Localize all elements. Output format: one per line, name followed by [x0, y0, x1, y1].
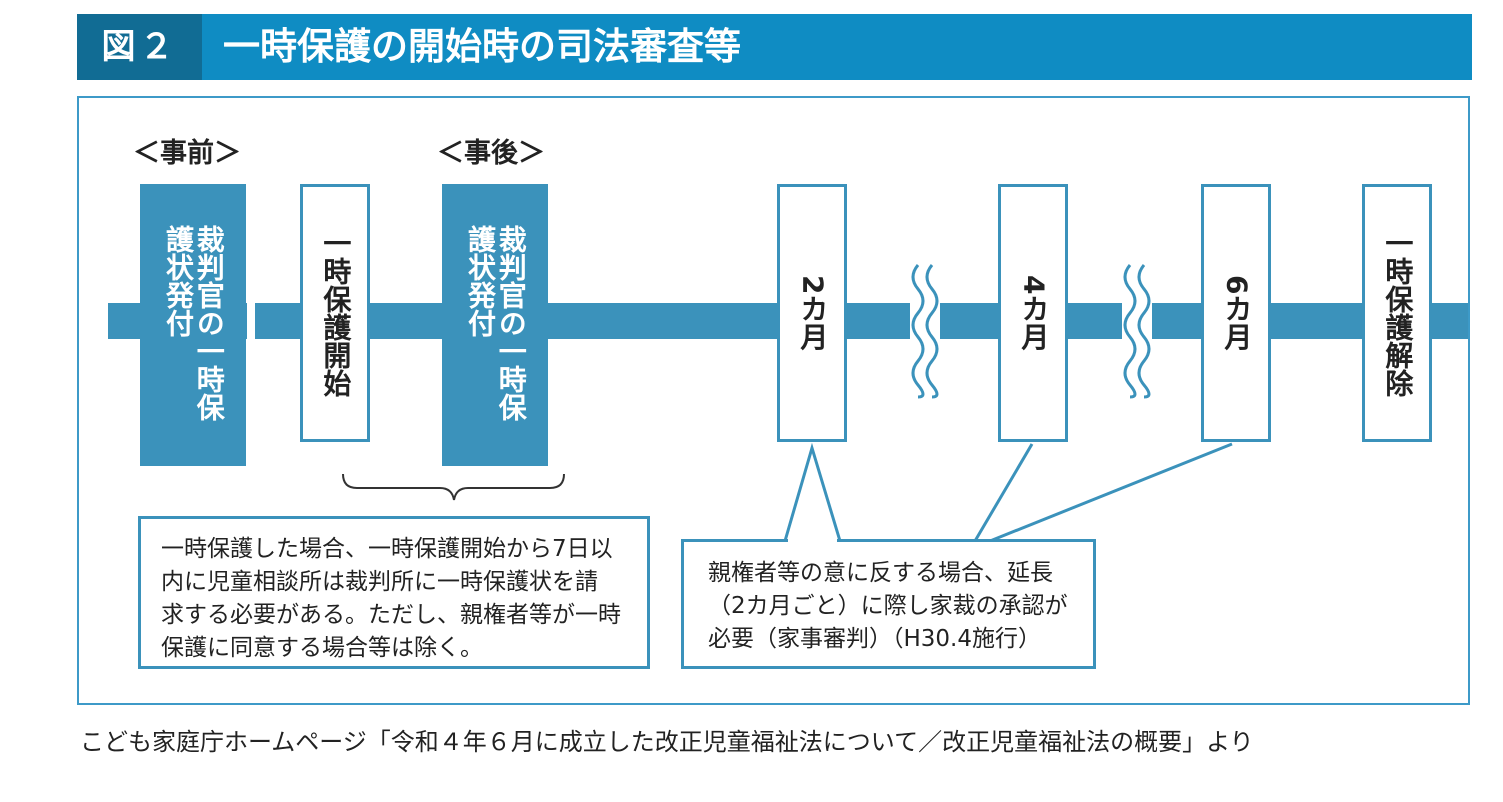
figure-header: 図２ 一時保護の開始時の司法審査等 [77, 14, 1472, 80]
figure-title: 一時保護の開始時の司法審査等 [223, 25, 741, 68]
note-left: 一時保護した場合、一時保護開始から7日以 内に児童相談所は裁判所に一時保護状を請… [138, 516, 650, 669]
bar-gap-1 [247, 300, 255, 342]
phase-before-label: ＜事前＞ [133, 138, 241, 169]
figure-number: 図２ [77, 14, 202, 80]
note-left-line-3: 求する必要がある。ただし、親権者等が一時 [161, 602, 621, 628]
note-right-line-3: 必要（家事審判）（H30.4施行） [708, 626, 1042, 652]
callout-joint-fill [788, 539, 837, 543]
note-right-line-1: 親権者等の意に反する場合、延長 [708, 560, 1053, 586]
wave-break-icon [911, 264, 939, 399]
callout-pointer-2m [783, 442, 842, 542]
callout-line-6m [989, 442, 1233, 543]
warrant-before-box: 裁判官の一時保護状発付 [140, 184, 246, 466]
brace-icon [342, 473, 565, 501]
note-left-line-2: 内に児童相談所は裁判所に一時保護状を請 [161, 569, 598, 595]
protection-start-box: 一時保護開始 [300, 184, 370, 442]
month6-text: 6カ月 [1220, 275, 1254, 351]
callout-line-4m [973, 443, 1034, 542]
note-left-line-1: 一時保護した場合、一時保護開始から7日以 [161, 536, 613, 562]
month4-text: 4カ月 [1017, 275, 1051, 351]
note-right: 親権者等の意に反する場合、延長 （2カ月ごと）に際し家裁の承認が 必要（家事審判… [681, 539, 1096, 669]
protection-end-box: 一時保護解除 [1362, 184, 1432, 442]
note-right-line-2: （2カ月ごと）に際し家裁の承認が [708, 593, 1068, 619]
month4-box: 4カ月 [998, 184, 1068, 442]
warrant-after-text: 裁判官の一時保護状発付 [464, 225, 528, 421]
phase-after-label: ＜事後＞ [437, 138, 545, 169]
protection-end-text: 一時保護解除 [1381, 229, 1415, 397]
warrant-after-box: 裁判官の一時保護状発付 [442, 184, 548, 466]
month6-box: 6カ月 [1201, 184, 1271, 442]
diagram-frame [77, 96, 1470, 705]
note-left-line-4: 保護に同意する場合等は除く。 [161, 635, 483, 661]
wave-break-icon-2 [1123, 264, 1151, 399]
month2-box: 2カ月 [777, 184, 847, 442]
month2-text: 2カ月 [796, 275, 830, 351]
warrant-before-text: 裁判官の一時保護状発付 [162, 225, 226, 421]
source-caption: こども家庭庁ホームページ「令和４年６月に成立した改正児童福祉法について／改正児童… [80, 728, 1254, 756]
protection-start-text: 一時保護開始 [319, 229, 353, 397]
